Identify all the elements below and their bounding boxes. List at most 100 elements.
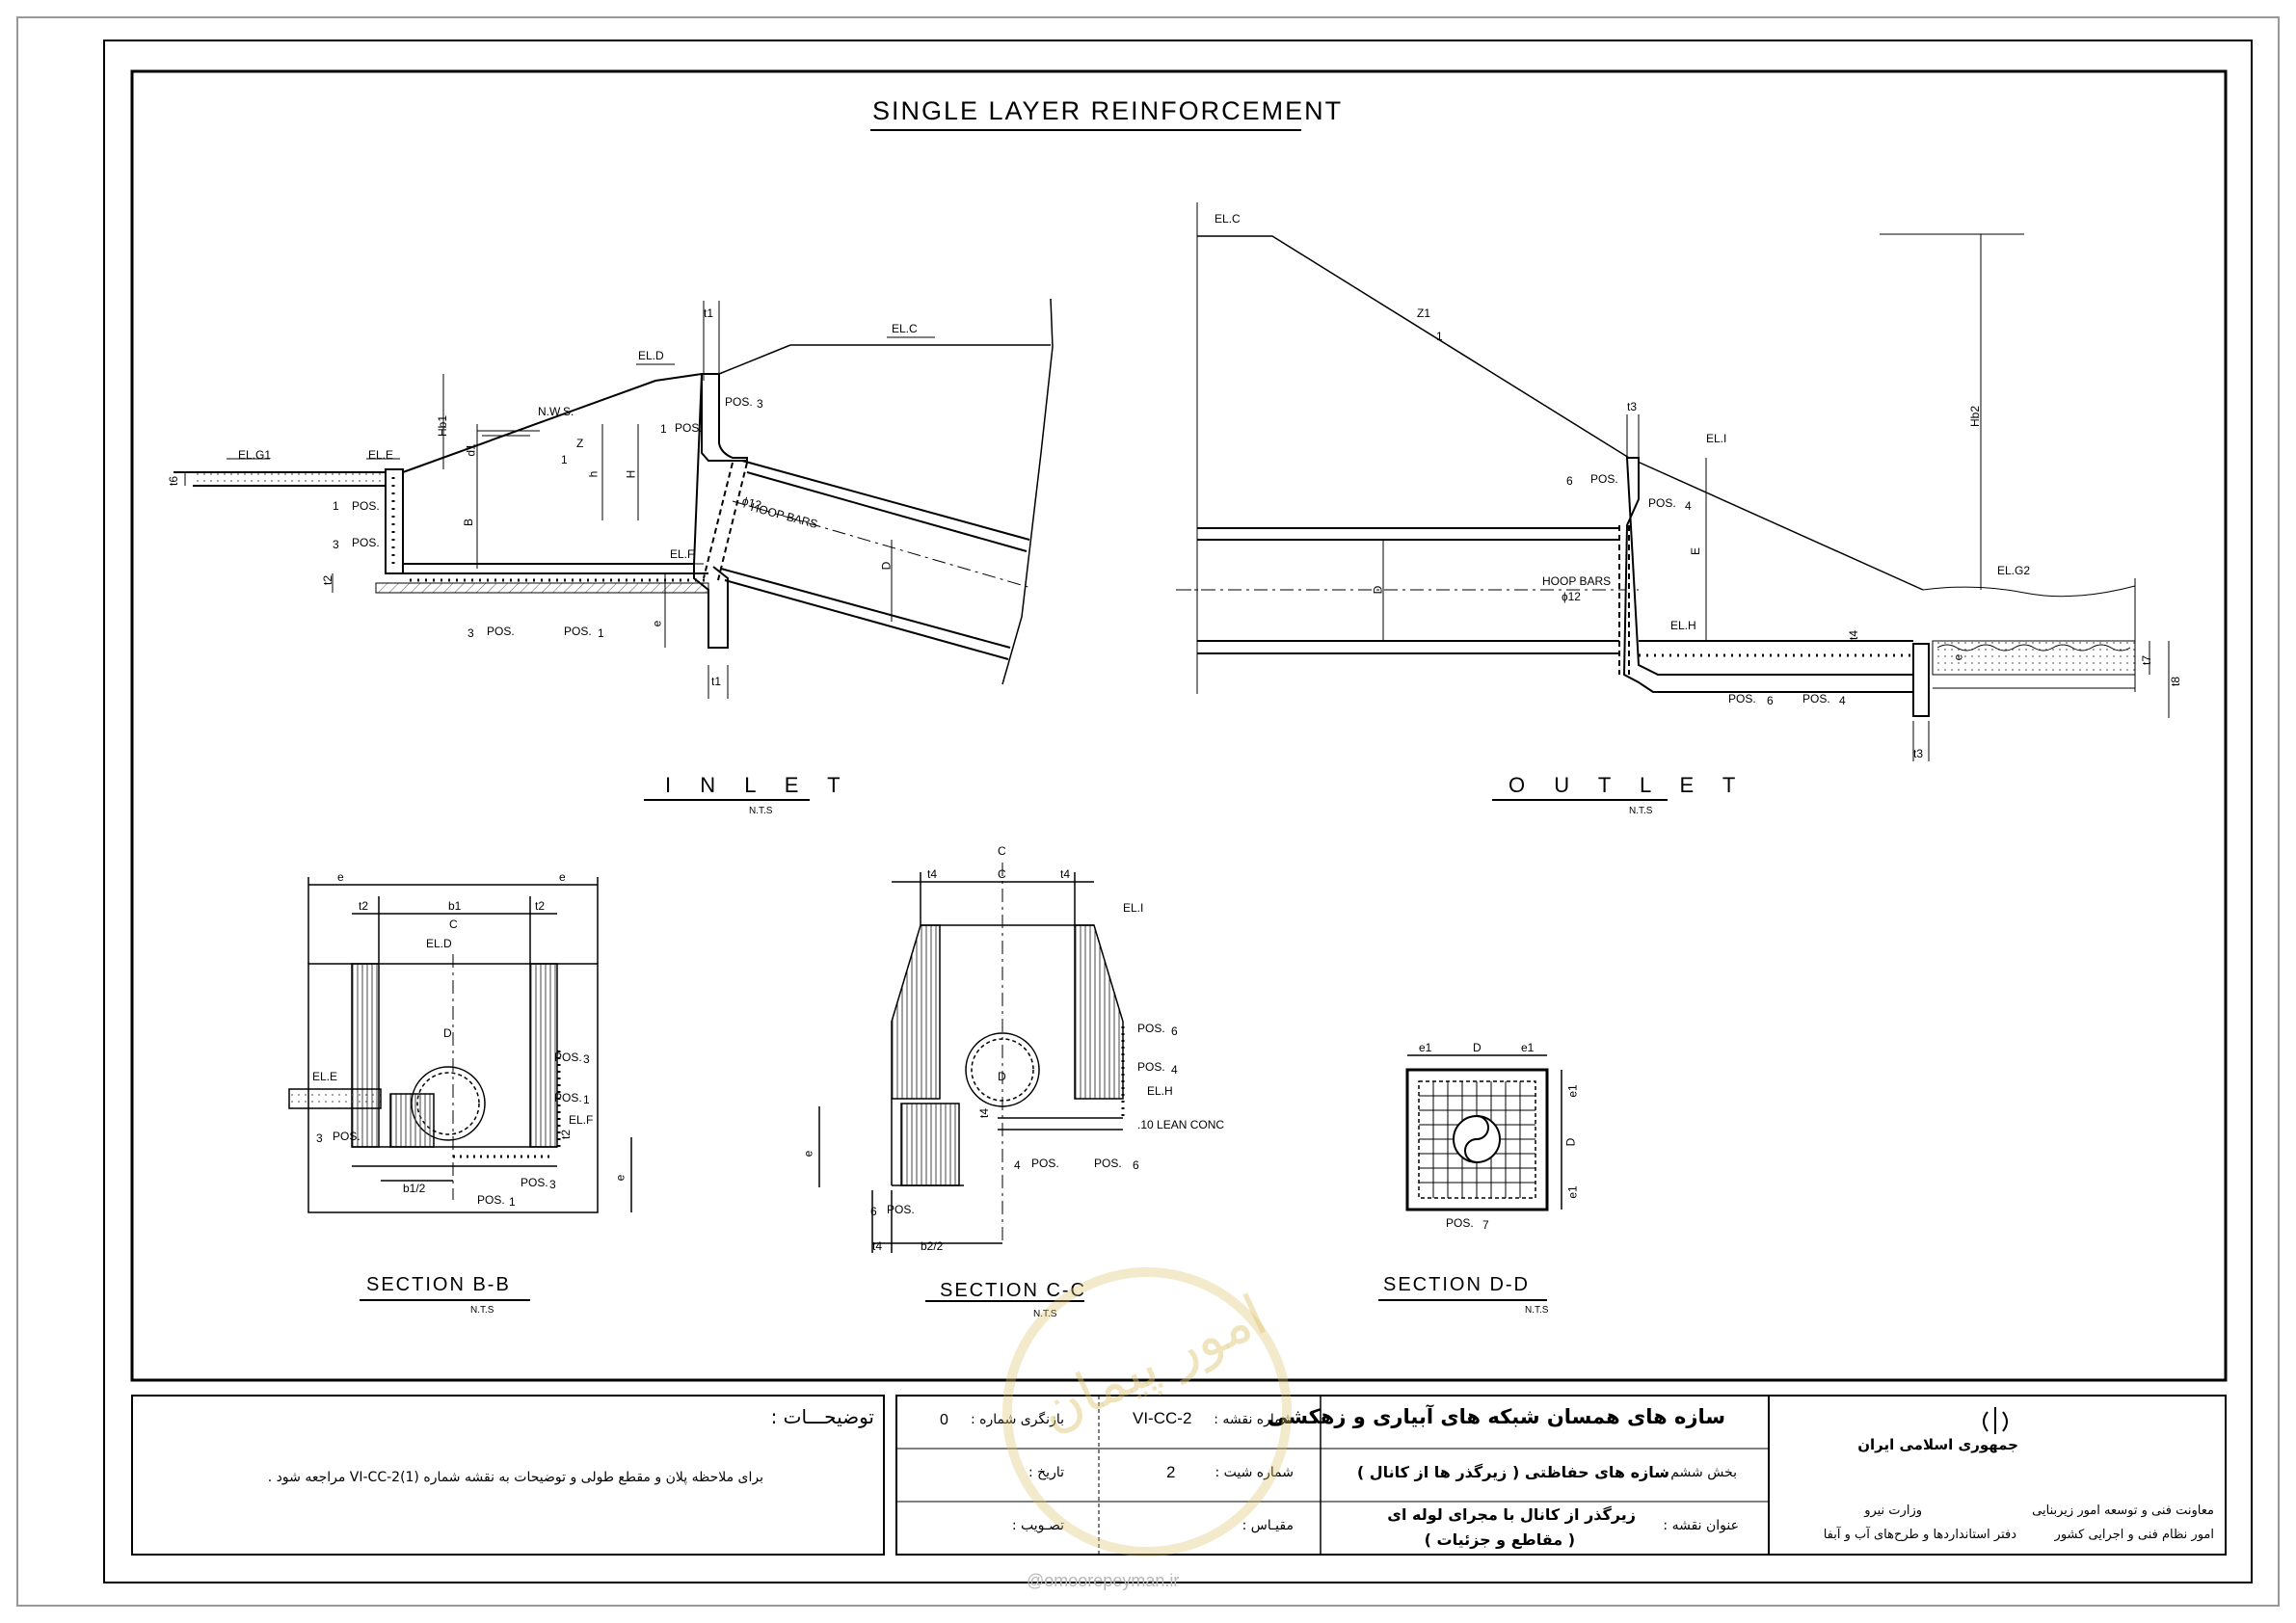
- cc-centerline: C: [998, 844, 1006, 858]
- bb-pos-2-num: 1: [583, 1093, 590, 1106]
- inlet-t1-bottom: t1: [711, 675, 722, 688]
- inlet-h-big: H: [624, 469, 638, 479]
- outlet-title: O U T L E T: [1508, 773, 1748, 797]
- watermark-url: @omoorepeyman.ir: [1027, 1571, 1180, 1590]
- inlet-pos-3-num: 1: [660, 422, 667, 436]
- iran-emblem-icon: [1983, 1407, 2008, 1434]
- inlet-scale: N.T.S: [749, 806, 773, 816]
- bb-pos-4-num: 3: [549, 1178, 556, 1191]
- outlet-el-h: EL.H: [1670, 619, 1696, 632]
- inlet-el-c: EL.C: [892, 322, 918, 335]
- outlet-t4: t4: [1847, 629, 1861, 641]
- cc-c: C: [998, 867, 1006, 881]
- inlet-pos-1: POS.: [352, 499, 380, 513]
- cc-t4-vertical: t4: [977, 1107, 992, 1119]
- inlet-title: I N L E T: [665, 773, 852, 797]
- outlet-t8: t8: [2169, 676, 2183, 687]
- outlet-t3-bottom: t3: [1913, 747, 1924, 760]
- inlet-d: D: [879, 561, 894, 571]
- section-dd-title: SECTION D-D: [1383, 1274, 1530, 1295]
- cc-pos-3-num: 4: [1014, 1158, 1021, 1172]
- outlet-hb2: Hb2: [1968, 405, 1983, 428]
- bb-pos-5: POS.: [477, 1193, 505, 1207]
- inlet-el-e: EL.E: [368, 448, 394, 462]
- inlet-pos-5-num: 3: [467, 626, 474, 640]
- inlet-t1-top: t1: [704, 306, 714, 320]
- bb-el-f: EL.F: [569, 1113, 594, 1127]
- dd-d-top: D: [1473, 1041, 1482, 1054]
- inlet-pos-3: POS.: [675, 421, 703, 435]
- cc-pos-2-num: 4: [1171, 1063, 1178, 1077]
- dd-e1-c: e1: [1565, 1084, 1580, 1098]
- inlet-el-d: EL.D: [638, 349, 664, 362]
- outlet-slope-one: 1: [1436, 330, 1443, 343]
- cc-pos-5: POS.: [887, 1203, 915, 1216]
- inlet-pos-6: POS.: [564, 625, 592, 638]
- dd-e1-a: e1: [1419, 1041, 1432, 1054]
- section-cc: [818, 863, 1125, 1253]
- ministry: وزارت نیرو: [1864, 1503, 1922, 1518]
- inlet-d1: d1: [464, 443, 478, 457]
- inlet-el-f: EL.F: [670, 547, 695, 561]
- bb-pos-2: POS.: [554, 1091, 582, 1104]
- cc-pos-5-num: 6: [870, 1205, 877, 1218]
- outlet-t7: t7: [2140, 654, 2154, 666]
- bb-centerline: C: [449, 918, 458, 931]
- bb-d: D: [443, 1026, 452, 1040]
- cc-t4-bottom: t4: [872, 1239, 883, 1253]
- cc-e: e: [801, 1150, 815, 1157]
- bb-pos-1: POS.: [554, 1051, 582, 1064]
- bb-e-left: e: [337, 870, 344, 884]
- cc-t4-right: t4: [1060, 867, 1071, 881]
- inlet-t6: t6: [167, 475, 181, 487]
- cc-pos-4-num: 6: [1133, 1158, 1139, 1172]
- bb-pos-3-num: 3: [316, 1131, 323, 1145]
- outlet-z1: Z1: [1417, 306, 1431, 320]
- bb-t2-left: t2: [359, 899, 369, 913]
- inlet-pos-6-num: 1: [598, 626, 604, 640]
- bb-b1-half: b1/2: [403, 1182, 426, 1195]
- inlet-nws: N.W.S.: [538, 405, 574, 418]
- outlet-pos-4: POS.: [1802, 692, 1830, 705]
- section-bb-title: SECTION B-B: [366, 1274, 511, 1295]
- drawing-title-label: عنوان نقشه :: [1663, 1518, 1739, 1533]
- inlet-hb1: Hb1: [436, 414, 450, 438]
- cc-pos-1-num: 6: [1171, 1024, 1178, 1038]
- inlet-pos-4-num: 3: [757, 397, 763, 411]
- dd-d-side: D: [1563, 1137, 1578, 1147]
- drawing-title-line2: ( مقاطع و جزئیات ): [1424, 1530, 1575, 1549]
- dd-e1-b: e1: [1521, 1041, 1535, 1054]
- inlet-view: [174, 298, 1054, 699]
- bb-t2-right: t2: [535, 899, 546, 913]
- bb-e-vertical: e: [613, 1174, 627, 1182]
- bb-el-e: EL.E: [312, 1070, 338, 1083]
- bb-el-d: EL.D: [426, 937, 452, 950]
- cc-b2-half: b2/2: [921, 1239, 944, 1253]
- outlet-e-small: e: [1951, 653, 1965, 661]
- inlet-el-g1: EL.G1: [238, 448, 272, 462]
- inlet-t2: t2: [321, 574, 335, 586]
- inlet-b: B: [462, 518, 476, 527]
- scale-label: مقیـاس :: [1241, 1518, 1294, 1533]
- inlet-pos-2: POS.: [352, 536, 380, 549]
- bb-e-right: e: [559, 870, 566, 884]
- drawing-frame: [130, 69, 2228, 1382]
- dd-e1-d: e1: [1565, 1185, 1580, 1199]
- outlet-e-big: E: [1689, 546, 1703, 556]
- inlet-h-small: h: [586, 470, 601, 478]
- bb-pos-1-num: 3: [583, 1052, 590, 1066]
- cc-pos-2: POS.: [1137, 1060, 1165, 1074]
- outlet-pos-2-num: 4: [1685, 499, 1692, 513]
- cc-pos-4: POS.: [1094, 1157, 1122, 1170]
- section-dd: [1405, 1054, 1562, 1211]
- outlet-pos-1-num: 6: [1566, 474, 1573, 488]
- inlet-z: Z: [576, 437, 584, 450]
- cc-el-i: EL.I: [1123, 901, 1144, 915]
- cc-t4-left: t4: [927, 867, 938, 881]
- cc-el-h: EL.H: [1147, 1084, 1173, 1098]
- deputy: معاونت فنی و توسعه امور زیربنایی: [2032, 1503, 2214, 1518]
- outlet-pos-1: POS.: [1590, 472, 1618, 486]
- outlet-el-c: EL.C: [1215, 212, 1241, 226]
- section-bb: [288, 877, 632, 1213]
